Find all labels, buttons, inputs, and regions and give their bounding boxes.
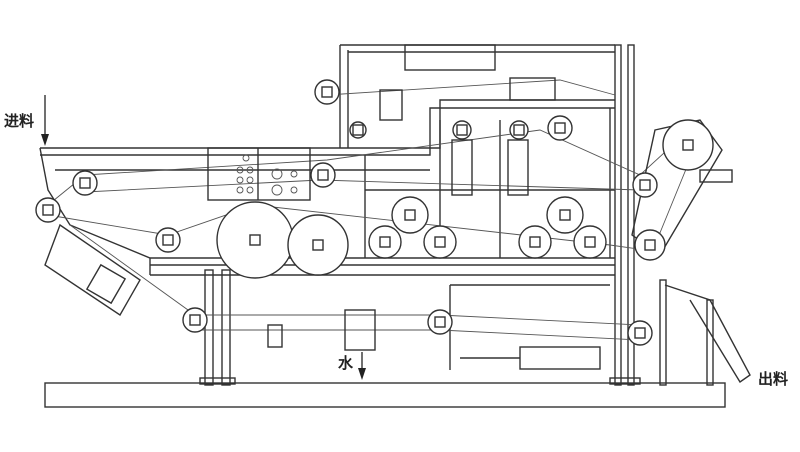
roller-bearing <box>162 234 174 246</box>
roller <box>182 307 208 333</box>
roller-bearing <box>456 124 468 136</box>
roller <box>662 119 714 171</box>
roller <box>368 225 402 259</box>
roller-bearing <box>584 236 596 248</box>
roller-bearing <box>682 139 694 151</box>
feed-arrow-icon <box>41 134 49 146</box>
roller <box>314 79 340 105</box>
roller <box>216 201 294 279</box>
roller <box>509 120 529 140</box>
roller-bearing <box>634 327 646 339</box>
water-arrow-icon <box>358 368 366 380</box>
roller <box>310 162 336 188</box>
roller-bearing <box>434 236 446 248</box>
machine-base <box>44 382 726 408</box>
roller <box>391 196 429 234</box>
roller-bearing <box>379 236 391 248</box>
roller <box>627 320 653 346</box>
roller-bearing <box>352 124 364 136</box>
roller <box>546 196 584 234</box>
roller-bearing <box>404 209 416 221</box>
roller <box>518 225 552 259</box>
tension-cylinder-bottom <box>460 346 601 370</box>
roller <box>72 170 98 196</box>
roller-bearing <box>644 239 656 251</box>
roller <box>287 214 349 276</box>
roller <box>547 115 573 141</box>
roller-bearing <box>434 316 446 328</box>
roller-bearing <box>321 86 333 98</box>
roller-bearing <box>639 179 651 191</box>
roller <box>155 227 181 253</box>
roller <box>35 197 61 223</box>
roller-bearing <box>317 169 329 181</box>
roller-bearing <box>79 177 91 189</box>
discharge-outlet-label: 出料 <box>758 370 789 388</box>
roller-bearing <box>312 239 324 251</box>
roller-bearing <box>42 204 54 216</box>
roller-bearing <box>513 124 525 136</box>
roller-bearing <box>249 234 261 246</box>
roller <box>423 225 457 259</box>
roller-bearing <box>559 209 571 221</box>
roller-bearing <box>189 314 201 326</box>
filter-belts <box>47 79 701 341</box>
vertical-cylinders <box>451 139 529 196</box>
inclined-section <box>44 223 141 316</box>
tension-cylinder-top <box>379 44 556 121</box>
rollers <box>35 79 714 346</box>
roller <box>573 225 607 259</box>
water-outlet <box>267 309 376 351</box>
roller <box>452 120 472 140</box>
feed-inlet-label: 进料 <box>4 112 35 130</box>
roller-bearing <box>554 122 566 134</box>
water-outlet-label: 水 <box>338 354 354 372</box>
roller <box>427 309 453 335</box>
roller <box>349 121 367 139</box>
control-panel <box>207 147 311 201</box>
roller <box>632 172 658 198</box>
roller-bearing <box>529 236 541 248</box>
roller <box>634 229 666 261</box>
main-frame <box>39 44 615 370</box>
